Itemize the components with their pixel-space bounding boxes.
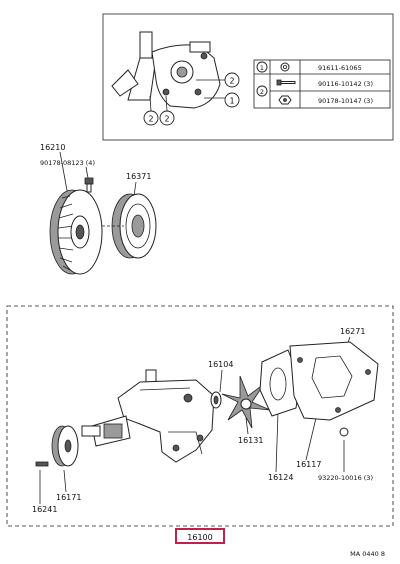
callout-2-right: 2 — [159, 110, 175, 126]
bolt-part — [84, 177, 94, 193]
table-part-2a: 90116-10142 (3) — [318, 80, 373, 88]
table-ref-1: 1 — [256, 61, 268, 73]
table-part-2b: 90178-10147 (3) — [318, 97, 373, 105]
pump-pulley-seat — [51, 425, 79, 467]
gasket-icon — [280, 62, 290, 72]
label-16124: 16124 — [268, 473, 293, 482]
detail-box — [102, 13, 394, 141]
footer-code: MA 0440 8 — [350, 550, 385, 558]
label-16104: 16104 — [208, 360, 233, 369]
bolt-icon — [276, 79, 296, 86]
label-16171: 16171 — [56, 493, 81, 502]
label-16117: 16117 — [296, 460, 321, 469]
label-screw: 93220-10016 (3) — [318, 474, 373, 482]
label-16241: 16241 — [32, 505, 57, 514]
callout-2-upper: 2 — [224, 72, 240, 88]
callout-2-left: 2 — [143, 110, 159, 126]
label-16371: 16371 — [126, 172, 151, 181]
fan-clutch — [49, 189, 103, 275]
table-ref-2-text: 2 — [260, 88, 264, 96]
nut-icon — [278, 95, 292, 105]
pump-gasket — [259, 349, 301, 417]
callout-1: 1 — [224, 92, 240, 108]
assembly-box — [6, 305, 394, 527]
water-outlet-housing — [111, 31, 226, 109]
pump-cover-plate — [289, 341, 379, 421]
callout-2-upper-text: 2 — [229, 77, 234, 86]
pump-bolt — [35, 461, 49, 467]
callout-1-text: 1 — [229, 97, 234, 106]
parts-table: 1 2 91611-61065 90116-10142 (3) 90178-10… — [253, 59, 391, 109]
label-16271: 16271 — [340, 327, 365, 336]
table-ref-2: 2 — [256, 85, 268, 97]
water-pump-body — [91, 369, 215, 463]
fan-pulley — [102, 193, 157, 259]
label-fan-bolt: 90178-08123 (4) — [40, 159, 95, 167]
assembly-callout: 16100 — [175, 528, 225, 544]
label-16210: 16210 — [40, 143, 65, 152]
callout-2-right-text: 2 — [164, 115, 169, 124]
callout-2-left-text: 2 — [148, 115, 153, 124]
assembly-part-number: 16100 — [187, 533, 212, 542]
table-part-1: 91611-61065 — [318, 64, 362, 72]
pump-shaft — [81, 425, 101, 437]
pump-screw — [339, 427, 349, 437]
table-ref-1-text: 1 — [260, 64, 264, 72]
pump-seal — [210, 391, 222, 409]
label-16131: 16131 — [238, 436, 263, 445]
